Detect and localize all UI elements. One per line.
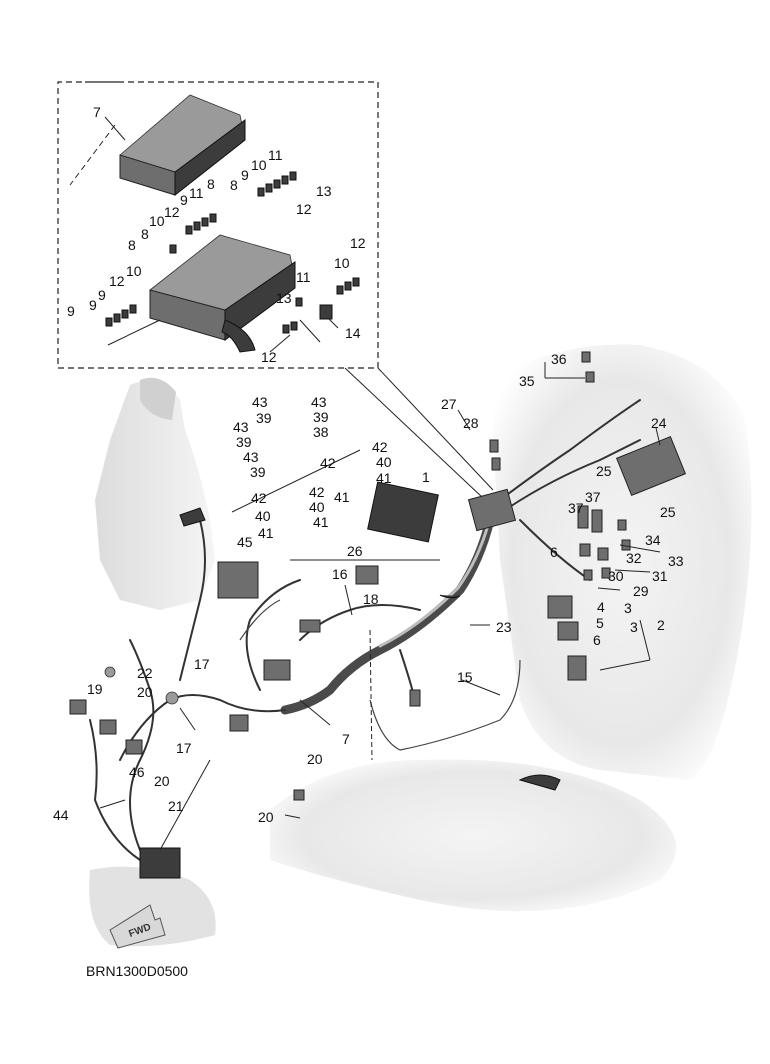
main-wire-harness	[89, 399, 641, 861]
callout: 41	[376, 470, 392, 486]
callout: 11	[296, 269, 311, 285]
callout: 39	[236, 434, 252, 450]
callout: 7	[93, 104, 101, 120]
callout: 9	[98, 287, 106, 303]
callout: 12	[296, 201, 312, 217]
callout-labels: 7 8 9 10 11 13 12 8 9 11 12 10 8 8 9 9 1…	[53, 104, 684, 825]
callout: 41	[334, 489, 350, 505]
callout: 10	[126, 263, 142, 279]
callout: 12	[109, 273, 125, 289]
fuse-box-body	[149, 234, 296, 353]
forward-direction-arrow: FWD	[109, 904, 166, 949]
callout: 6	[593, 632, 601, 648]
callout: 3	[630, 619, 638, 635]
callout: 20	[137, 684, 153, 700]
callout: 19	[87, 681, 103, 697]
callout: 36	[551, 351, 567, 367]
callout: 14	[345, 325, 361, 341]
callout: 10	[149, 213, 165, 229]
vehicle-body-silhouette	[89, 344, 752, 947]
callout: 40	[376, 454, 392, 470]
callout: 43	[243, 449, 259, 465]
harness-components	[69, 351, 687, 879]
fuse-blades	[105, 171, 360, 334]
callout: 16	[332, 566, 348, 582]
callout: 3	[624, 600, 632, 616]
fuse-box-inset-frame	[57, 81, 494, 499]
callout: 25	[596, 463, 612, 479]
callout: 9	[241, 167, 249, 183]
callout: 43	[252, 394, 268, 410]
callout: 43	[311, 394, 327, 410]
callout: 44	[53, 807, 69, 823]
callout: 24	[651, 415, 667, 431]
callout: 33	[668, 553, 684, 569]
callout: 9	[180, 192, 188, 208]
callout: 35	[519, 373, 535, 389]
callout: 9	[67, 303, 75, 319]
callout: 9	[89, 297, 97, 313]
callout: 40	[255, 508, 271, 524]
callout: 34	[645, 532, 661, 548]
callout: 8	[207, 176, 215, 192]
callout: 37	[568, 500, 584, 516]
callout: 20	[258, 809, 274, 825]
callout: 40	[309, 499, 325, 515]
callout: 30	[608, 568, 624, 584]
callout: 37	[585, 489, 601, 505]
callout: 29	[633, 583, 649, 599]
callout: 39	[256, 410, 272, 426]
callout: 21	[168, 798, 184, 814]
callout-leader-lines	[99, 116, 661, 851]
callout: 17	[194, 656, 210, 672]
callout: 31	[652, 568, 668, 584]
callout: 1	[422, 469, 430, 485]
callout: 28	[463, 415, 479, 431]
callout: 20	[307, 751, 323, 767]
callout: 32	[626, 550, 642, 566]
callout: 15	[457, 669, 473, 685]
callout: 8	[128, 237, 136, 253]
callout: 42	[320, 455, 336, 471]
callout: 42	[251, 490, 267, 506]
callout: 25	[660, 504, 676, 520]
callout: 39	[313, 409, 329, 425]
callout: 22	[137, 665, 153, 681]
callout: 42	[372, 439, 388, 455]
callout: 11	[189, 185, 204, 201]
callout: 13	[276, 290, 292, 306]
callout: 23	[496, 619, 512, 635]
callout: 7	[342, 731, 350, 747]
fuse-box-cover	[119, 94, 246, 197]
drawing-code: BRN1300D0500	[86, 963, 188, 979]
callout: 13	[316, 183, 332, 199]
callout: 10	[251, 157, 267, 173]
callout: 38	[313, 424, 329, 440]
callout: 41	[258, 525, 274, 541]
callout: 39	[250, 464, 266, 480]
callout: 10	[334, 255, 350, 271]
callout: 6	[550, 544, 558, 560]
callout: 4	[597, 599, 605, 615]
callout: 18	[363, 591, 379, 607]
callout: 8	[141, 226, 149, 242]
callout: 2	[657, 617, 665, 633]
callout: 20	[154, 773, 170, 789]
callout: 42	[309, 484, 325, 500]
callout: 17	[176, 740, 192, 756]
callout: 12	[350, 235, 366, 251]
callout: 11	[268, 147, 283, 163]
callout: 26	[347, 543, 363, 559]
callout: 5	[596, 615, 604, 631]
callout: 27	[441, 396, 457, 412]
callout: 12	[261, 349, 277, 365]
callout: 43	[233, 419, 249, 435]
callout: 46	[129, 764, 145, 780]
callout: 8	[230, 177, 238, 193]
callout: 41	[313, 514, 329, 530]
callout: 12	[164, 204, 180, 220]
callout: 45	[237, 534, 253, 550]
